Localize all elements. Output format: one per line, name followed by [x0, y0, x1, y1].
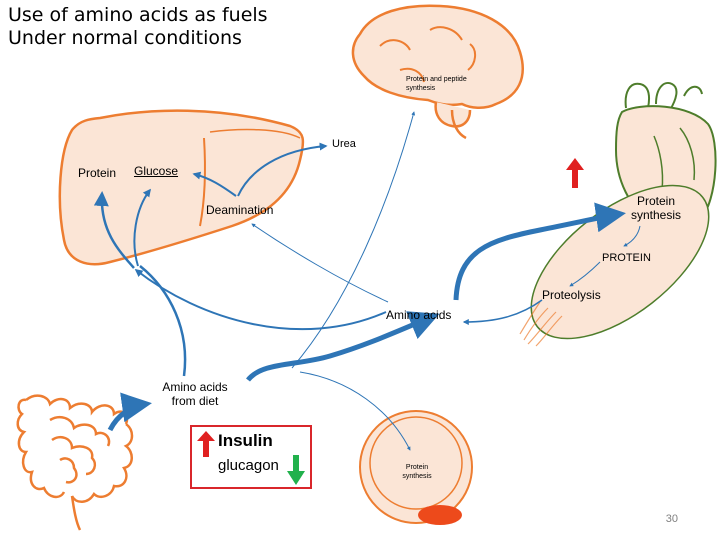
- up-arrow-insulin-icon: [197, 431, 215, 457]
- arrow-synthesis-to-protein: [623, 225, 641, 247]
- slide-title: Use of amino acids as fuels Under normal…: [8, 4, 268, 50]
- cell-illustration: [359, 410, 473, 525]
- amino-acids-from-diet-label: Amino acids from diet: [162, 380, 228, 408]
- page-number: 30: [665, 513, 678, 525]
- arrow-hub-to-deamination: [251, 223, 389, 303]
- liver-illustration: [58, 109, 305, 266]
- arrow-protein-to-proteolysis: [569, 261, 601, 287]
- arrow-to-glucose: [133, 188, 151, 267]
- arrow-deamination-to-glucose: [192, 171, 237, 197]
- intestine-illustration: [16, 394, 134, 531]
- cell-label: Protein synthesis: [402, 464, 432, 480]
- arrow-to-brain: [291, 111, 416, 369]
- glucagon-label: glucagon: [218, 457, 279, 474]
- arrow-to-protein: [93, 191, 135, 269]
- arrow-hub-to-muscle: [453, 202, 626, 301]
- proteolysis-label: Proteolysis: [542, 288, 601, 302]
- pathway-arrows: [93, 111, 641, 451]
- arrow-deamination-to-urea: [237, 142, 328, 197]
- down-arrow-glucagon-icon: [287, 455, 305, 485]
- muscle-protein-synthesis-label: Protein synthesis: [630, 194, 682, 222]
- deamination-label: Deamination: [206, 203, 274, 217]
- title-line-2: Under normal conditions: [8, 27, 242, 49]
- insulin-label: Insulin: [218, 431, 273, 450]
- brain-label: Protein and peptide synthesis: [406, 76, 467, 92]
- arrow-diet-to-hub: [246, 311, 440, 382]
- arrow-to-cell: [299, 371, 411, 451]
- brain-illustration: [351, 4, 524, 140]
- arrow-hub-to-liver: [134, 269, 387, 331]
- urea-label: Urea: [332, 138, 356, 150]
- arrow-intestine-to-diet: [107, 392, 152, 432]
- arrow-diet-to-liver: [139, 265, 187, 377]
- amino-acids-hub-label: Amino acids: [386, 308, 452, 322]
- arrow-proteolysis-to-hub: [462, 299, 543, 325]
- liver-glucose-label: Glucose: [134, 164, 179, 178]
- liver-protein-label: Protein: [78, 166, 117, 180]
- hormone-box: Insulin glucagon: [190, 425, 312, 489]
- title-line-1: Use of amino acids as fuels: [8, 4, 268, 26]
- muscle-protein-label: PROTEIN: [602, 252, 651, 264]
- up-arrow-protein-synthesis: [566, 158, 584, 188]
